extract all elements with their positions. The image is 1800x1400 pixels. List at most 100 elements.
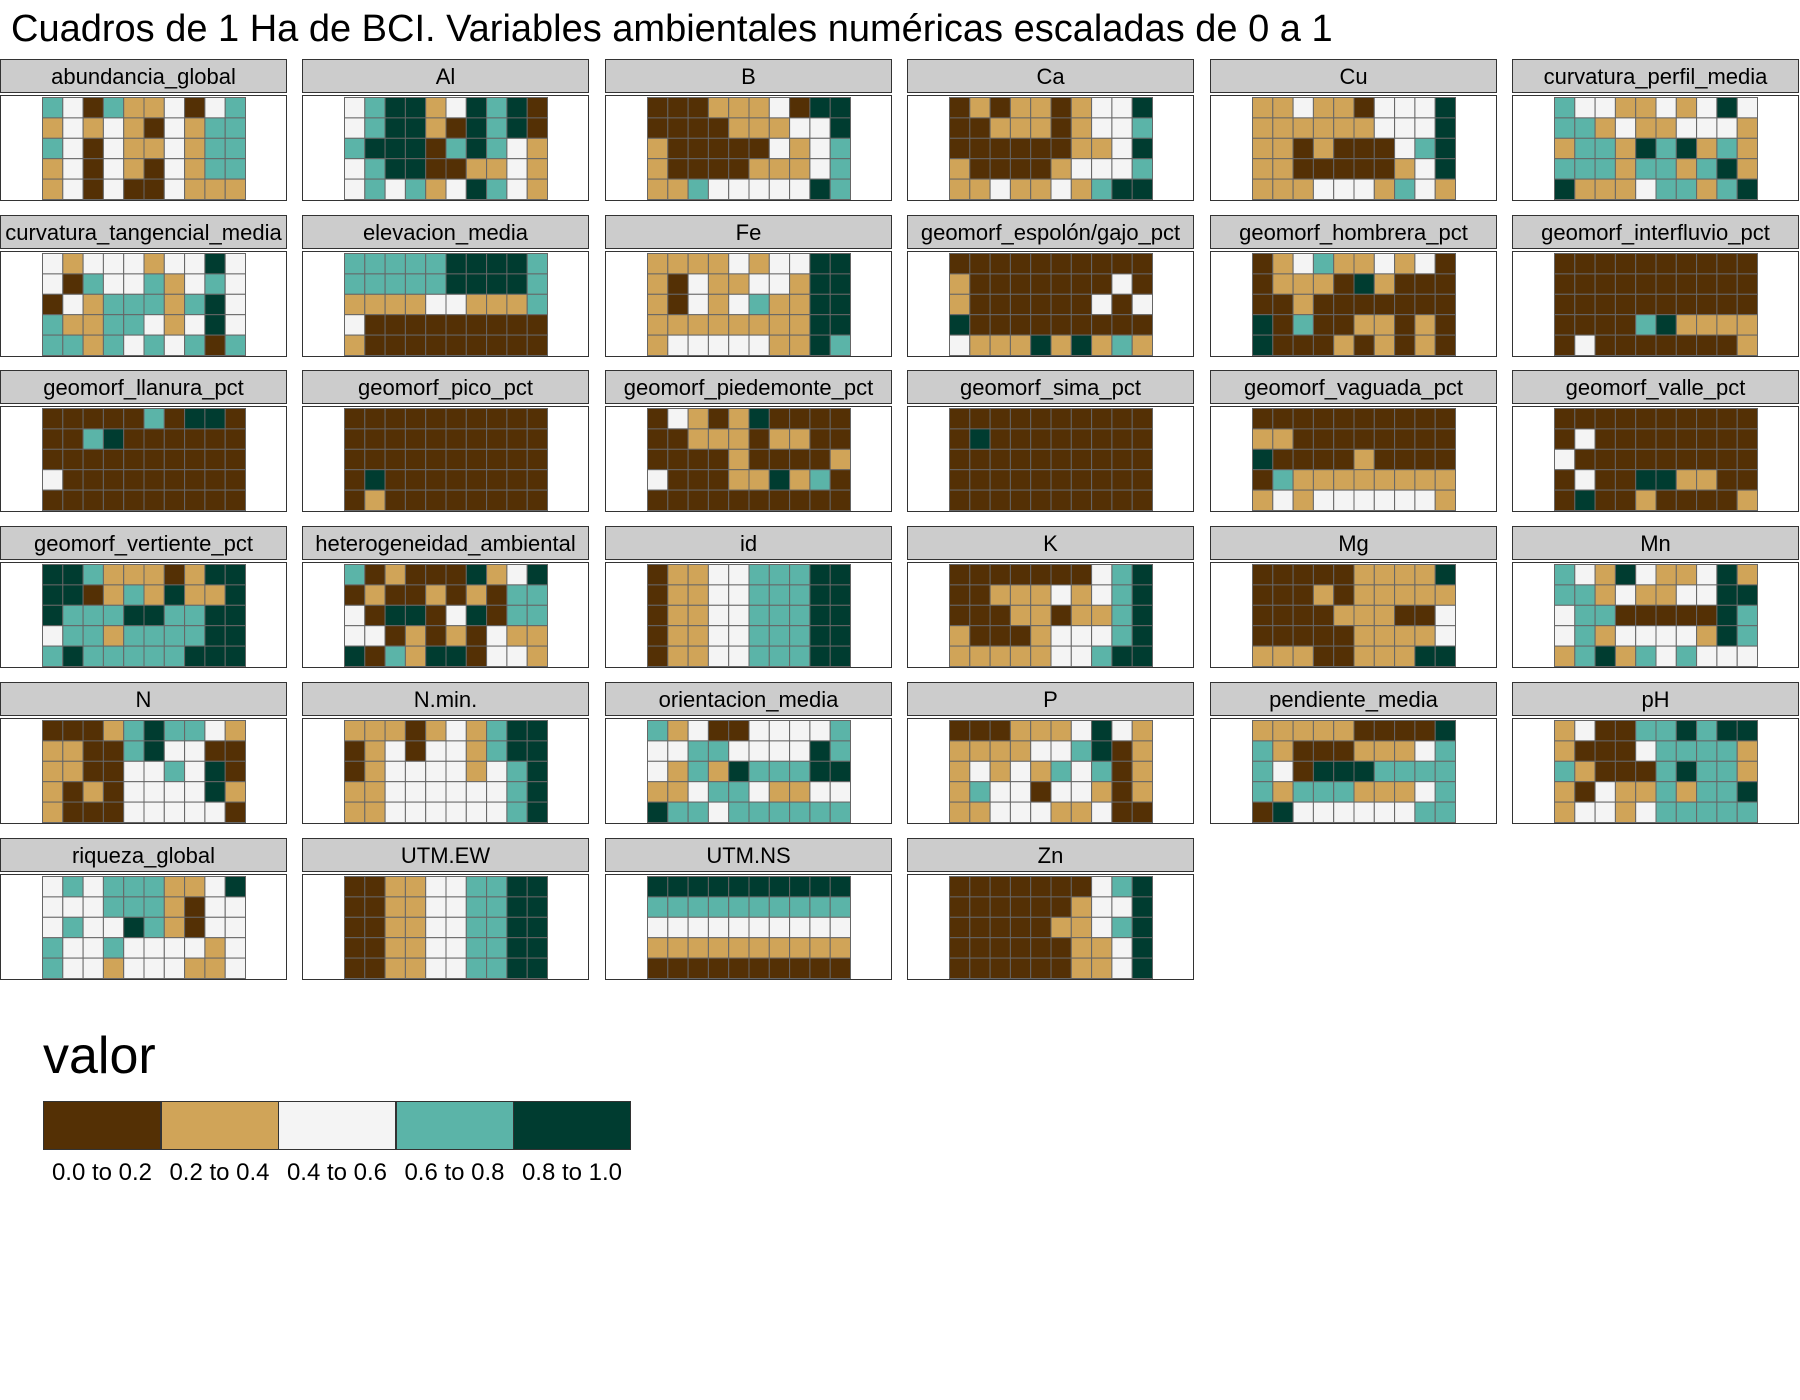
heatmap-cell [1312, 253, 1335, 275]
facet-strip-label: B [605, 59, 892, 93]
heatmap-cell [506, 158, 528, 180]
heatmap-cell [647, 801, 669, 823]
heatmap-cell [829, 97, 851, 119]
heatmap-cell [1333, 178, 1355, 200]
heatmap-cell [1414, 625, 1436, 647]
heatmap-cell [707, 625, 730, 647]
heatmap-cell [82, 781, 104, 803]
heatmap-cell [809, 781, 831, 803]
heatmap-cell [1554, 760, 1576, 783]
heatmap-cell [425, 489, 447, 511]
heatmap-cell [526, 408, 548, 430]
heatmap-cell [1030, 801, 1052, 823]
heatmap-cell [1394, 158, 1416, 180]
legend-key-swatch [160, 1101, 279, 1150]
heatmap-cell [1655, 469, 1677, 491]
heatmap-cell [163, 801, 186, 823]
heatmap-cell [123, 448, 145, 471]
heatmap-cell [1009, 469, 1032, 491]
heatmap-cell [163, 293, 186, 316]
heatmap-cell [102, 584, 125, 606]
heatmap-cell [102, 564, 125, 586]
heatmap-cell [364, 117, 386, 139]
heatmap-cell [667, 760, 689, 783]
heatmap-cell [1091, 760, 1113, 783]
heatmap-cell [465, 428, 488, 450]
heatmap-cell [1070, 428, 1093, 450]
heatmap-cell [1009, 253, 1032, 275]
heatmap-cell [1009, 448, 1032, 471]
heatmap-cell [384, 408, 406, 430]
heatmap-cell [1292, 760, 1314, 783]
heatmap-cell [969, 97, 991, 119]
heatmap-cell [949, 273, 971, 295]
heatmap-cell [1030, 448, 1052, 471]
heatmap-cell [1696, 489, 1718, 511]
heatmap-cell [1111, 564, 1133, 586]
heatmap-cell [1373, 178, 1396, 200]
heatmap-cell [789, 137, 811, 160]
heatmap-cell [1312, 625, 1335, 647]
heatmap-cell [789, 314, 811, 336]
heatmap-cell [1030, 137, 1052, 160]
heatmap-cell [1696, 314, 1718, 336]
heatmap-cell [143, 158, 165, 180]
heatmap-cell [1312, 293, 1335, 316]
heatmap-cell [969, 314, 991, 336]
heatmap-cell [1333, 273, 1355, 295]
heatmap-cell [224, 896, 246, 918]
heatmap-cell [1394, 604, 1416, 627]
facet-panel: id [605, 526, 892, 668]
heatmap-cell [364, 801, 386, 823]
facet-panel: Ca [907, 59, 1194, 201]
heatmap-cell [1252, 334, 1274, 356]
heatmap-cell [1353, 625, 1375, 647]
heatmap-cell [768, 937, 791, 959]
heatmap-cell [1292, 469, 1314, 491]
heatmap-cell [445, 720, 467, 742]
facet-strip-label: geomorf_vaguada_pct [1210, 370, 1497, 404]
heatmap-cell [768, 760, 791, 783]
heatmap-cell [465, 448, 488, 471]
heatmap-cell [204, 564, 226, 586]
heatmap-cell [62, 158, 84, 180]
heatmap-cell [62, 489, 84, 511]
heatmap-cell [728, 720, 750, 742]
heatmap-cell [1050, 916, 1072, 939]
heatmap-cell [526, 957, 548, 979]
heatmap-cell [1373, 334, 1396, 356]
heatmap-cell [123, 740, 145, 762]
heatmap-cell [1434, 408, 1456, 430]
heatmap-cell [1111, 720, 1133, 742]
heatmap-cell [506, 760, 528, 783]
heatmap-cell [989, 178, 1011, 200]
heatmap-cell [526, 876, 548, 898]
heatmap-cell [1070, 273, 1093, 295]
heatmap-cell [748, 876, 770, 898]
facet-panel: UTM.NS [605, 838, 892, 980]
heatmap-cell [1614, 97, 1637, 119]
heatmap-cell [1655, 293, 1677, 316]
heatmap-cell [184, 760, 206, 783]
heatmap-cell [809, 916, 831, 939]
heatmap-cell [1655, 97, 1677, 119]
heatmap-cell [184, 137, 206, 160]
heatmap-cell [748, 253, 770, 275]
heatmap-cell [1312, 137, 1335, 160]
heatmap-cell [949, 937, 971, 959]
heatmap-cell [1635, 760, 1657, 783]
heatmap-cell [667, 293, 689, 316]
heatmap-cell [42, 876, 64, 898]
heatmap-cell [829, 584, 851, 606]
heatmap-cell [969, 760, 991, 783]
heatmap-cell [344, 740, 366, 762]
heatmap-cell [1252, 314, 1274, 336]
heatmap-cell [1434, 428, 1456, 450]
heatmap-cell [486, 273, 508, 295]
heatmap-cell [1574, 97, 1596, 119]
heatmap-cell [1333, 97, 1355, 119]
heatmap-cell [425, 293, 447, 316]
heatmap-cell [1574, 273, 1596, 295]
heatmap-cell [1131, 801, 1153, 823]
heatmap-cell [1009, 564, 1032, 586]
